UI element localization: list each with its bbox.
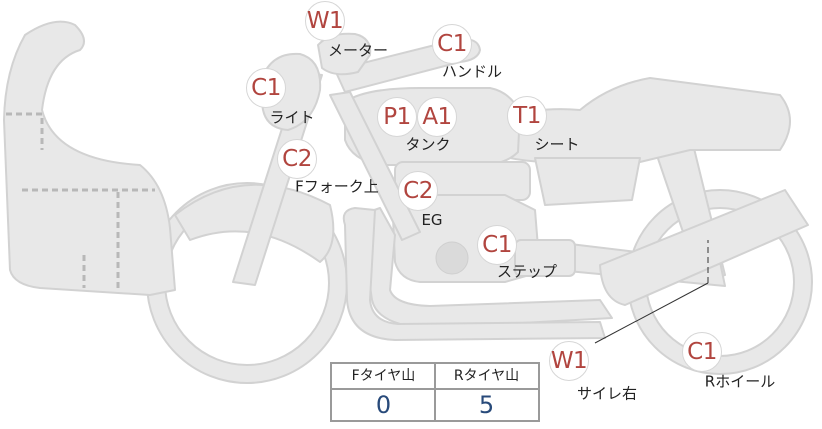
code-badge-handle[interactable]: C1	[432, 24, 472, 64]
part-label-meter: メーター	[327, 41, 389, 60]
front-tire-tread-value: 0	[375, 391, 392, 419]
part-label-engine: EG	[421, 211, 443, 229]
rear-tire-tread-value: 5	[478, 391, 495, 419]
front-tire-tread-header: Fタイヤ山	[351, 368, 416, 384]
part-label-seat: シート	[534, 135, 580, 154]
code-badge-tank-a1[interactable]: A1	[417, 97, 457, 137]
part-label-rear-wheel: Rホイール	[704, 372, 776, 391]
part-label-tank: タンク	[405, 135, 451, 154]
fairing-seam-upper	[6, 112, 44, 150]
code-badge-tank-p1[interactable]: P1	[377, 97, 417, 137]
side-cover-shape	[534, 157, 641, 206]
tire-tread-table: Fタイヤ山 Rタイヤ山 0 5	[330, 362, 540, 422]
part-label-step: ステップ	[496, 262, 558, 281]
part-label-silencer: サイレ右	[576, 384, 638, 403]
rear-tire-tread-header: Rタイヤ山	[453, 368, 520, 384]
code-badge-silencer[interactable]: W1	[549, 341, 589, 381]
part-label-front-fork: Fフォーク上	[295, 177, 379, 196]
engine-case-circle	[435, 241, 469, 275]
code-badge-front-fork[interactable]: C2	[277, 139, 317, 179]
code-badge-seat[interactable]: T1	[507, 96, 547, 136]
part-label-light: ライト	[269, 108, 315, 127]
code-badge-engine[interactable]: C2	[398, 171, 438, 211]
step-area-shape	[514, 239, 576, 277]
part-label-handle: ハンドル	[441, 62, 503, 81]
fairing-seams	[6, 112, 155, 288]
muffler-shape	[599, 189, 809, 306]
silencer-pointer	[594, 240, 709, 344]
code-badge-meter[interactable]: W1	[305, 1, 345, 41]
table-divider-vertical	[434, 364, 436, 420]
fairing-shape	[3, 20, 176, 296]
code-badge-light[interactable]: C1	[246, 68, 286, 108]
frame-tube-shape	[329, 91, 421, 241]
code-badge-step[interactable]: C1	[477, 225, 517, 265]
exhaust-pipe-lower-shape	[342, 207, 606, 341]
exhaust-pipe-shape	[359, 207, 613, 329]
code-badge-rear-wheel[interactable]: C1	[682, 332, 722, 372]
